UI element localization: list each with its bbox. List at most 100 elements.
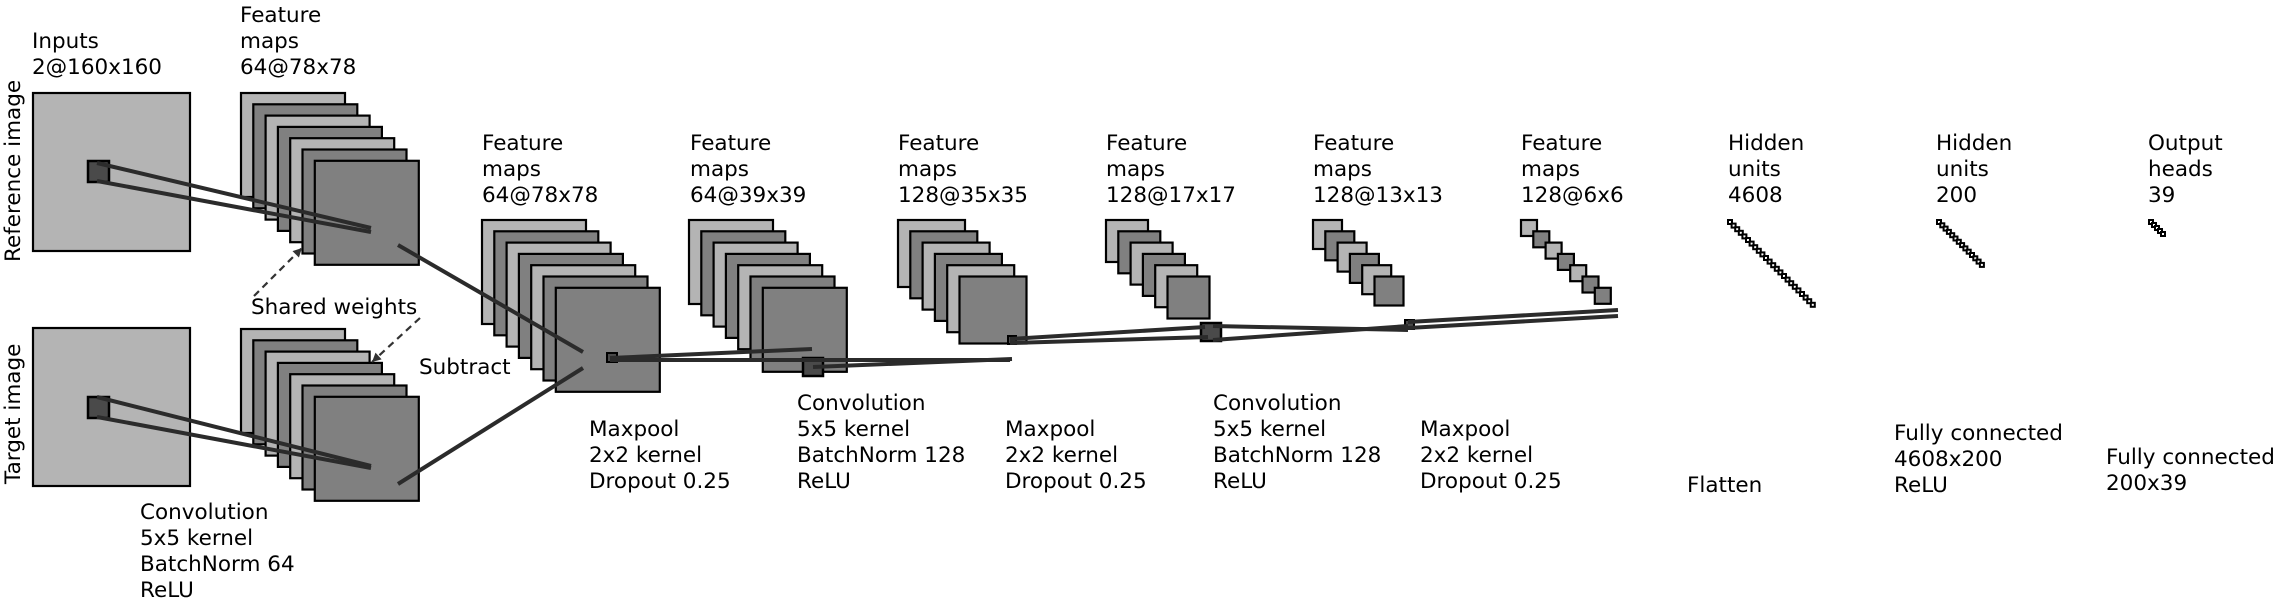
op-conv-3: Convolution 5x5 kernel BatchNorm 128 ReL… (1213, 391, 1381, 494)
inputs-title: Inputs (32, 29, 99, 54)
hidden-200-chain-unit-4 (1945, 228, 1952, 235)
feature-maps-7-title2: maps (1521, 157, 1580, 182)
hidden-200-chain-unit-8 (1959, 242, 1966, 249)
feature-maps-5-title: Feature (1106, 131, 1187, 156)
maxpool2-to-conv3-line-b (1212, 324, 1409, 342)
reference-input-image (31, 91, 192, 253)
op-maxpool-2-line-3: Dropout 0.25 (1005, 469, 1147, 494)
op-conv-1-line-3: BatchNorm 64 (140, 552, 295, 577)
hidden-4608-chain-unit-4 (1737, 229, 1744, 236)
op-fc-1-line-2: 4608x200 (1894, 447, 2002, 472)
feature-maps-3-title: Feature (690, 131, 771, 156)
shared-weights-arrow-down-head (372, 352, 382, 362)
feature-maps-5-title2: maps (1106, 157, 1165, 182)
ref-kernel-line-bottom (96, 179, 372, 234)
op-maxpool-1-line-3: Dropout 0.25 (589, 469, 731, 494)
conv2-stack-map-6 (958, 275, 1028, 345)
hidden-4608-chain-unit-24 (1809, 301, 1816, 308)
feature-maps-5-dims: 128@17x17 (1106, 183, 1236, 208)
op-fc-1: Fully connected 4608x200 ReLU (1894, 421, 2063, 498)
op-maxpool-1-line-1: Maxpool (589, 417, 679, 442)
feature-maps-2-title2: maps (482, 157, 541, 182)
op-maxpool-3-line-2: 2x2 kernel (1420, 443, 1533, 468)
hidden-4608-chain-unit-23 (1806, 298, 1813, 305)
conv2-stack (896, 218, 1028, 345)
hidden-200-chain-unit-14 (1978, 261, 1985, 268)
op-maxpool-1-line-2: 2x2 kernel (589, 443, 702, 468)
shared-weights-arrow-down (371, 317, 421, 363)
feature-maps-6-title2: maps (1313, 157, 1372, 182)
feature-maps-2-dims: 64@78x78 (482, 183, 598, 208)
hidden-200-chain-unit-3 (1942, 225, 1949, 232)
feature-maps-3-title2: maps (690, 157, 749, 182)
hidden-4608-chain-unit-5 (1741, 233, 1748, 240)
hidden-units-2-value: 200 (1936, 183, 1977, 208)
op-maxpool-3-line-1: Maxpool (1420, 417, 1510, 442)
tgt-kernel-line-top (96, 395, 372, 468)
op-conv-3-line-1: Convolution (1213, 391, 1341, 416)
hidden-200-chain-unit-12 (1972, 255, 1979, 262)
hidden-units-1-title: Hidden (1728, 131, 1804, 156)
op-conv-3-line-4: ReLU (1213, 469, 1267, 494)
feature-maps-3-dims: 64@39x39 (690, 183, 806, 208)
op-fc-2-line-1: Fully connected (2106, 445, 2275, 470)
op-conv-3-line-2: 5x5 kernel (1213, 417, 1326, 442)
flatten-label: Flatten (1687, 473, 1762, 498)
op-maxpool-1: Maxpool 2x2 kernel Dropout 0.25 (589, 417, 731, 494)
feature-maps-1-title: Feature (240, 3, 321, 28)
op-maxpool-2: Maxpool 2x2 kernel Dropout 0.25 (1005, 417, 1147, 494)
conv2-to-maxpool2-line-b (1009, 335, 1209, 345)
op-conv-2-line-1: Convolution (797, 391, 925, 416)
hidden-4608-chain-unit-3 (1734, 226, 1741, 233)
shared-weight-arrows (253, 247, 421, 363)
op-conv-1-line-4: ReLU (140, 578, 194, 603)
feature-maps-4-dims: 128@35x35 (898, 183, 1028, 208)
hidden-units-1-title2: units (1728, 157, 1781, 182)
hidden-200-chain-unit-10 (1965, 248, 1972, 255)
hidden-200-chain-unit-11 (1969, 252, 1975, 258)
hidden-200-chain-unit-1 (1936, 219, 1942, 225)
op-conv-3-line-3: BatchNorm 128 (1213, 443, 1381, 468)
hidden-200-chain-unit-9 (1962, 245, 1969, 252)
output-title2: heads (2148, 157, 2213, 182)
hidden-units-2-title: Hidden (1936, 131, 2012, 156)
reference-image-label: Reference image (1, 80, 26, 262)
hidden-4608-chain-unit-1 (1727, 219, 1733, 225)
hidden-4608-chain-unit-19 (1791, 283, 1798, 290)
hidden-4608-chain-unit-7 (1748, 240, 1755, 247)
op-conv-2-line-2: 5x5 kernel (797, 417, 910, 442)
feature-maps-6-dims: 128@13x13 (1313, 183, 1443, 208)
feature-maps-7-dims: 128@6x6 (1521, 183, 1624, 208)
subtract-to-maxpool1-line-a (609, 347, 813, 360)
subtract-stack (480, 218, 661, 393)
feature-maps-6-title: Feature (1313, 131, 1394, 156)
hidden-200-chain-unit-2 (1939, 222, 1946, 229)
hidden-4608-chain-unit-20 (1795, 287, 1802, 294)
hidden-4608-chain-unit-8 (1752, 244, 1759, 251)
op-maxpool-2-line-2: 2x2 kernel (1005, 443, 1118, 468)
connection-lines (96, 161, 1619, 486)
feature-maps-1-title2: maps (240, 29, 299, 54)
ref-kernel-line-top (96, 161, 372, 230)
target-image-label: Target image (1, 344, 26, 485)
bottom-to-subtract-line (396, 366, 585, 486)
maxpool2-stack (1104, 218, 1211, 320)
output-title: Output (2148, 131, 2223, 156)
hidden-4608-chain-unit-17 (1784, 276, 1791, 283)
top-to-subtract-line (396, 243, 585, 354)
output-39-chain-unit-5 (2160, 231, 2166, 237)
conv2-to-maxpool2-line-a (1009, 325, 1206, 341)
conv1-bottom-stack-map-7 (313, 395, 420, 502)
shared-weights-arrow-up-head (292, 248, 302, 258)
op-fc-1-line-1: Fully connected (1894, 421, 2063, 446)
maxpool1-to-conv2-line (812, 357, 1013, 369)
hidden-200-chain-unit-13 (1975, 258, 1982, 265)
hidden-4608-chain-unit-11 (1763, 255, 1769, 261)
op-conv-2-line-4: ReLU (797, 469, 851, 494)
op-fc-2-line-2: 200x39 (2106, 471, 2187, 496)
hidden-4608-chain-unit-18 (1788, 280, 1795, 287)
output-value: 39 (2148, 183, 2175, 208)
shared-weights-arrow-up (253, 247, 303, 297)
hidden-200-chain-unit-5 (1949, 232, 1956, 239)
